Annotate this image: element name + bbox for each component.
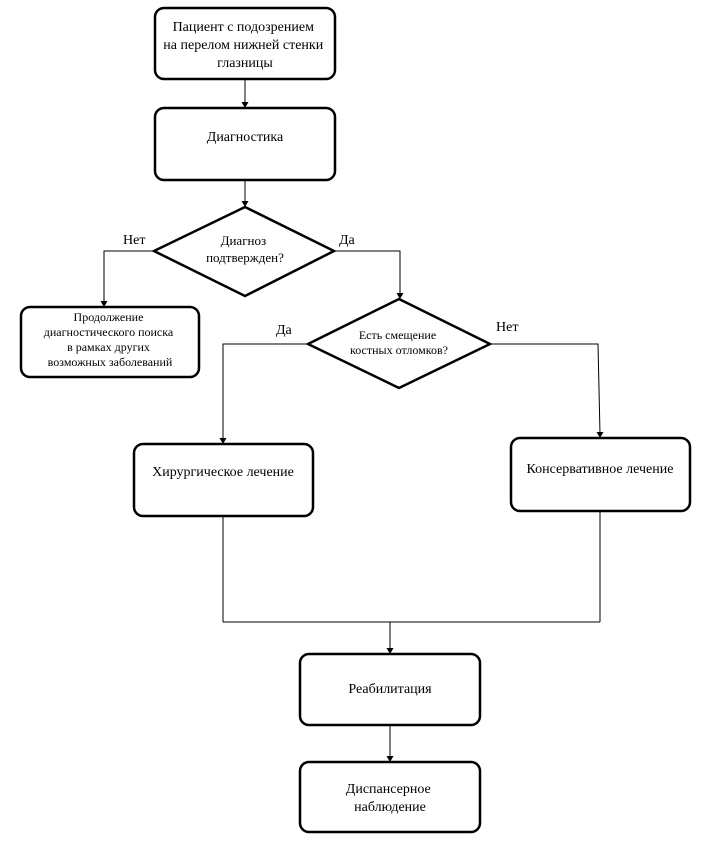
node-decision-displacement-line: костных отломков?: [350, 343, 448, 357]
arrowhead: [241, 201, 249, 207]
edge-displacement-yes: [222, 343, 308, 440]
node-continue-search-line: в рамках других: [67, 340, 150, 354]
node-start-line: на перелом нижней стенки: [163, 38, 323, 53]
node-continue-search-line: диагностического поиска: [44, 325, 174, 339]
svg-text:Есть смещение костных от: Есть смещение костных отломков?: [350, 328, 448, 357]
svg-text:Консервативное лечение: Консервативное лечение: [527, 462, 674, 477]
node-decision-confirmed: Диагноз подтвержден?: [151, 205, 337, 298]
node-decision-confirmed-line: подтвержден?: [206, 250, 284, 265]
node-followup: Диспансерное наблюдение: [298, 760, 482, 834]
node-start: Пациент с подозрением на перелом нижней …: [153, 6, 337, 81]
node-surgical-label: Хирургическое лечение: [152, 465, 294, 480]
node-decision-displacement: Есть смещение костных отломков?: [305, 297, 493, 390]
arrowhead: [100, 301, 108, 307]
edge-confirmed-yes: [334, 250, 401, 295]
svg-text:Реабилитация: Реабилитация: [348, 682, 432, 697]
node-decision-displacement-line: Есть смещение: [359, 328, 436, 342]
edge-label-confirmed-yes: Да: [339, 233, 356, 248]
svg-text:Хирургическое лечение: Хирургическое лечение: [152, 465, 294, 480]
node-continue-search-line: возможных заболеваний: [48, 355, 173, 369]
edge-label-displacement-yes: Да: [276, 323, 293, 338]
node-conservative: Консервативное лечение: [509, 436, 692, 513]
node-followup-line: Диспансерное: [346, 782, 431, 797]
edge-confirmed-no: [103, 250, 154, 303]
svg-text:Пациент с подозрением на: Пациент с подозрением на перелом нижней …: [163, 20, 326, 71]
arrowhead: [386, 756, 394, 762]
node-conservative-label: Консервативное лечение: [527, 462, 674, 477]
edges: [100, 79, 604, 762]
edge-displacement-no: [490, 343, 601, 435]
arrowhead: [386, 648, 394, 654]
svg-text:Диспансерное наблюдение: Диспансерное наблюдение: [346, 782, 434, 815]
node-start-line: глазницы: [217, 56, 273, 71]
node-continue-search-line: Продолжение: [74, 310, 144, 324]
node-decision-confirmed-line: Диагноз: [221, 233, 267, 248]
arrowhead: [241, 102, 249, 108]
node-continue-search: Продолжение диагностического поиска в ра…: [19, 305, 201, 379]
node-diagnostics-label: Диагностика: [207, 130, 284, 145]
node-followup-line: наблюдение: [354, 800, 426, 815]
arrowhead: [219, 438, 227, 444]
arrowhead: [396, 293, 404, 299]
node-surgical: Хирургическое лечение: [132, 442, 315, 518]
svg-text:Диагностика: Диагностика: [207, 130, 284, 145]
svg-text:Диагноз подтвержден?: Диагноз подтвержден?: [206, 233, 284, 265]
node-diagnostics: Диагностика: [153, 106, 337, 182]
svg-text:Продолжение диагностичес: Продолжение диагностического поиска в ра…: [44, 310, 176, 369]
node-start-line: Пациент с подозрением: [173, 20, 315, 35]
node-rehab: Реабилитация: [298, 652, 482, 727]
arrowhead: [596, 432, 604, 438]
node-rehab-label: Реабилитация: [348, 682, 432, 697]
edge-label-displacement-no: Нет: [496, 320, 518, 335]
edge-label-confirmed-no: Нет: [123, 233, 145, 248]
